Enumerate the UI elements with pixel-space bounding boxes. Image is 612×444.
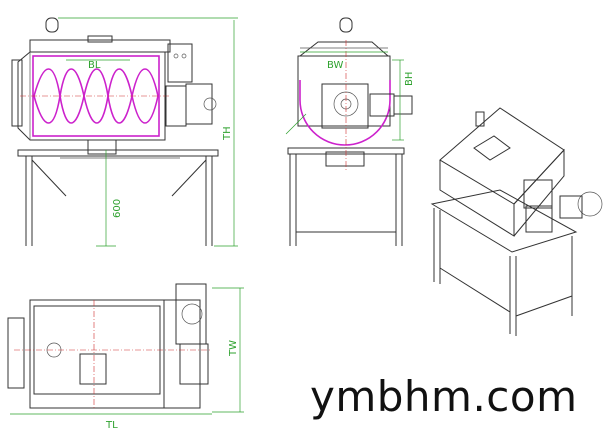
watermark-text: ymbhm.com xyxy=(310,372,578,421)
dim-tl-label: TL xyxy=(105,420,118,431)
dim-leg-height-label: 600 xyxy=(112,199,123,218)
ribbon-spiral xyxy=(33,68,159,124)
top-view: TW TL xyxy=(7,283,244,431)
isometric-view xyxy=(430,107,603,336)
side-view: BW BH xyxy=(285,17,415,246)
dim-bl-label: BL xyxy=(88,60,101,71)
front-view: BL TH 600 xyxy=(11,17,238,247)
dim-bh-label: BH xyxy=(404,72,415,86)
dim-bw-label: BW xyxy=(327,60,344,71)
dim-tw-label: TW xyxy=(228,340,239,357)
side-trough-arc xyxy=(299,80,391,146)
dim-th-label: TH xyxy=(222,126,233,141)
